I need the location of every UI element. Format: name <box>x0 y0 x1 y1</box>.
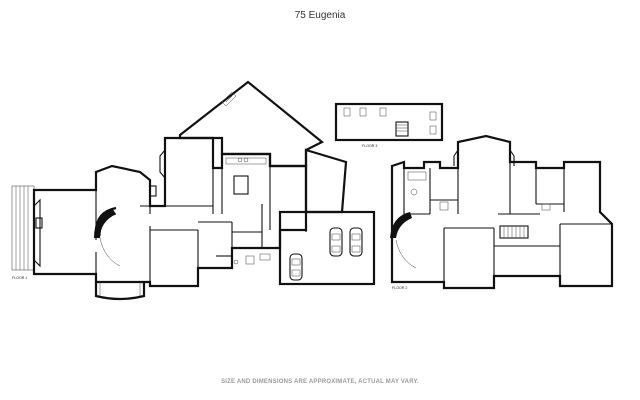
car-icon <box>289 253 303 281</box>
disclaimer-text: SIZE AND DIMENSIONS ARE APPROXIMATE, ACT… <box>221 379 419 385</box>
front-porch <box>94 282 146 301</box>
floor-1-outline <box>32 136 308 288</box>
plan-title: 75 Eugenia <box>294 10 346 21</box>
car-icon <box>329 227 343 257</box>
floor-3-plan <box>334 102 444 142</box>
garage <box>278 210 376 286</box>
floor-3-outline <box>334 102 444 142</box>
floor-2-outline <box>390 134 614 290</box>
floor-2-plan <box>390 134 614 290</box>
floor-3-label: FLOOR 3 <box>362 144 377 148</box>
patio-outline <box>304 148 348 214</box>
deck-outline <box>178 80 325 168</box>
car-icon <box>349 227 363 257</box>
floor-1-plan <box>11 80 376 301</box>
porch-area <box>11 185 35 271</box>
floor-2-label: FLOOR 2 <box>392 286 407 290</box>
floor-1-label: FLOOR 1 <box>12 276 27 280</box>
